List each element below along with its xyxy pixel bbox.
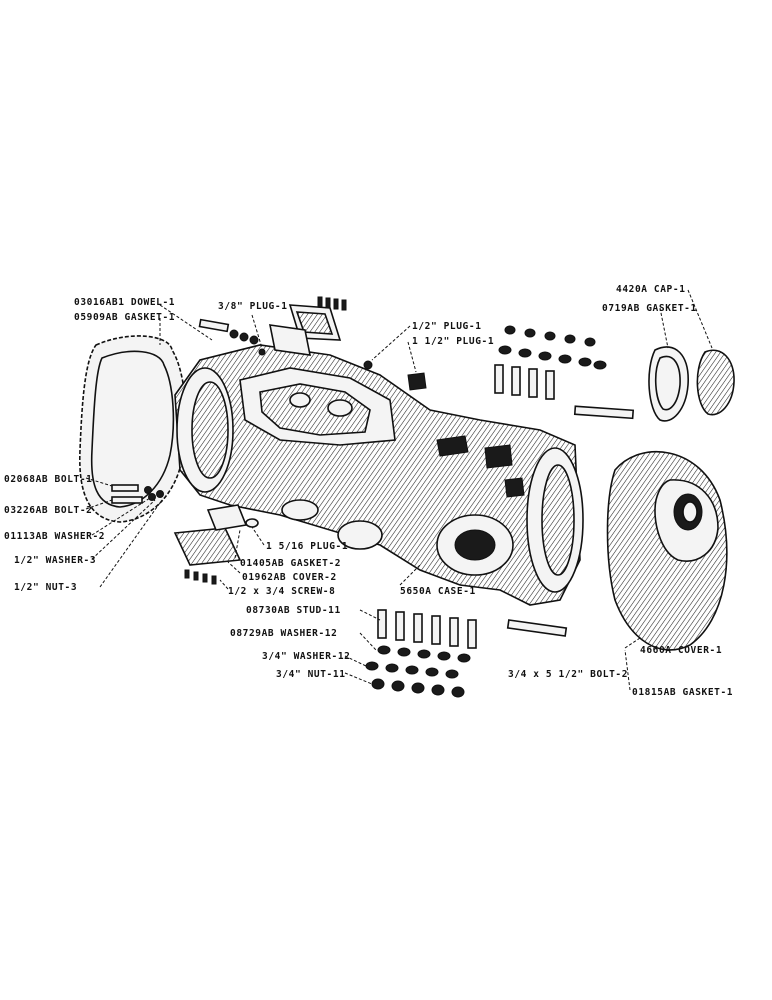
label-stud-08730ab: 08730AB STUD-11	[246, 605, 341, 616]
label-gasket-0719ab: 0719AB GASKET-1	[602, 303, 697, 314]
left-bolt-group-drawing	[111, 484, 164, 504]
label-washer-08729ab: 08729AB WASHER-12	[230, 628, 337, 639]
leader-lines	[85, 289, 713, 691]
cap-and-gasket-0719-drawing	[648, 346, 735, 422]
label-gasket-01405ab: 01405AB GASKET-2	[240, 558, 341, 569]
label-plug-3-8: 3/8" PLUG-1	[218, 301, 288, 312]
case-5650a-drawing	[174, 344, 584, 606]
top-cover-plate-drawing	[268, 296, 347, 356]
label-screw: 1/2 x 3/4 SCREW-8	[228, 586, 335, 597]
cover-4660a-drawing	[606, 450, 728, 651]
lower-stud-cluster-drawing	[365, 609, 568, 698]
label-bolt-02068ab: 02068AB BOLT-1	[4, 474, 92, 485]
label-washer-01113ab: 01113AB WASHER-2	[4, 531, 105, 542]
label-gasket-01815ab: 01815AB GASKET-1	[632, 687, 733, 698]
label-cover-4660a: 4660A COVER-1	[640, 645, 722, 656]
label-washer-3-4: 3/4" WASHER-12	[262, 651, 350, 662]
label-bolt-03226ab: 03226AB BOLT-2	[4, 505, 92, 516]
label-nut-1-2: 1/2" NUT-3	[14, 582, 77, 593]
gasket-05909ab-drawing	[79, 335, 187, 523]
upper-stud-cluster-drawing	[494, 325, 635, 420]
label-bolt-3-4-x-5-1-2: 3/4 x 5 1/2" BOLT-2	[508, 669, 628, 680]
cover-01962ab-drawing	[173, 504, 259, 585]
label-cap-4420a: 4420A CAP-1	[616, 284, 686, 295]
label-nut-3-4: 3/4" NUT-11	[276, 669, 346, 680]
label-plug-1-1-2: 1 1/2" PLUG-1	[412, 336, 494, 347]
label-cover-01962ab: 01962AB COVER-2	[242, 572, 337, 583]
label-plug-1-5-16: 1 5/16 PLUG-1	[266, 541, 348, 552]
label-dowel-03016ab1: 03016AB1 DOWEL-1	[74, 297, 175, 308]
label-gasket-05909ab: 05909AB GASKET-1	[74, 312, 175, 323]
label-case-5650a: 5650A CASE-1	[400, 586, 476, 597]
dowel-and-plugs-drawing	[198, 318, 266, 356]
label-plug-1-2: 1/2" PLUG-1	[412, 321, 482, 332]
label-washer-1-2: 1/2" WASHER-3	[14, 555, 96, 566]
plugs-12-112-drawing	[363, 360, 427, 391]
